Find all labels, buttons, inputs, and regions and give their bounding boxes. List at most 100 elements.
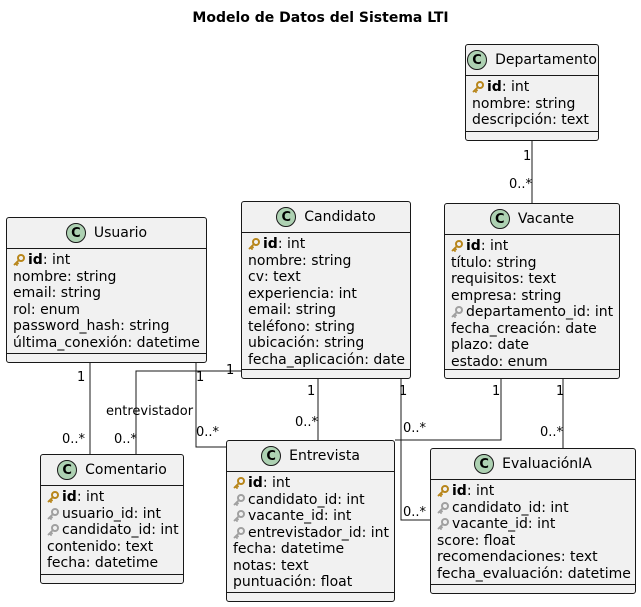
primary-key-icon xyxy=(451,240,463,253)
attribute-name: empresa xyxy=(451,287,513,304)
attribute-type: : float xyxy=(311,574,353,590)
class-attribute: id: int xyxy=(47,489,177,506)
class-name: Departamento xyxy=(495,52,597,68)
class-c-badge-icon: C xyxy=(276,207,297,227)
class-c-badge-icon: C xyxy=(489,209,510,229)
attribute-type: : int xyxy=(151,522,179,538)
class-attribute: email: string xyxy=(13,285,200,302)
class-attribute: candidato_id: int xyxy=(437,500,629,517)
class-attribute: fecha_evaluación: datetime xyxy=(437,565,631,583)
edge-usuario-entrevista xyxy=(195,362,226,448)
foreign-key-icon xyxy=(437,501,449,514)
attribute-type: : string xyxy=(512,287,562,304)
attribute-type: : string xyxy=(314,335,365,351)
attribute-type: : int xyxy=(337,491,365,508)
class-attribute: fecha_creación: date xyxy=(451,321,613,338)
class-name: Candidato xyxy=(304,209,376,225)
mult-candidato-1-a: 1 xyxy=(226,363,235,378)
attribute-type: : string xyxy=(51,285,101,301)
attribute-type: : int xyxy=(76,489,105,505)
class-attribute: id: int xyxy=(437,483,629,500)
class-c-badge-icon: C xyxy=(57,460,78,480)
class-name: Vacante xyxy=(517,211,575,227)
attribute-type: : text xyxy=(519,271,557,287)
attribute-type: : int xyxy=(527,516,556,532)
primary-key-icon xyxy=(472,81,484,94)
mult-usuario-1: 1 xyxy=(77,370,86,385)
mult-departamento-1: 1 xyxy=(523,149,532,164)
attribute-name: experiencia xyxy=(248,285,330,302)
attribute-type: : date xyxy=(488,337,530,353)
attribute-type: : datetime xyxy=(271,541,345,557)
attribute-type: : string xyxy=(305,318,355,335)
attribute-type: : string xyxy=(286,302,336,318)
attribute-name: cv xyxy=(248,269,264,285)
attribute-name: requisitos xyxy=(451,271,520,287)
foreign-key-icon xyxy=(437,518,449,531)
attribute-type: : text xyxy=(263,269,301,285)
attribute-name: fecha xyxy=(233,541,272,557)
mult-entrevista-0n-a: 0..* xyxy=(196,425,220,440)
attribute-name: id xyxy=(452,483,467,499)
class-attribute: candidato_id: int xyxy=(233,492,388,509)
attribute-name: título xyxy=(451,254,488,271)
attribute-name: score xyxy=(437,532,475,549)
class-attribute: cv: text xyxy=(248,269,404,286)
attribute-name: fecha_aplicación xyxy=(248,351,365,368)
class-attribute: título: string xyxy=(451,255,613,272)
class-name: EvaluaciónIA xyxy=(502,456,592,472)
attribute-type: : date xyxy=(556,320,597,337)
attribute-name: id xyxy=(28,252,43,268)
attribute-type: : string xyxy=(302,252,352,269)
attribute-name: email xyxy=(248,302,287,318)
attribute-name: recomendaciones xyxy=(437,549,561,565)
class-attribute: última_conexión: datetime xyxy=(13,335,200,352)
foreign-key-icon xyxy=(233,510,245,523)
class-c-badge-icon: C xyxy=(474,454,495,474)
attribute-type: : string xyxy=(487,254,537,271)
class-c-badge-icon: C xyxy=(65,223,86,243)
mult-evaluacion-0n-a: 0..* xyxy=(403,505,427,520)
attribute-type: : datetime xyxy=(558,565,631,582)
class-attribute: email: string xyxy=(248,302,404,319)
attribute-type: : text xyxy=(116,538,154,555)
class-attribute: vacante_id: int xyxy=(233,508,388,525)
attribute-name: id xyxy=(263,236,278,252)
attribute-name: contenido xyxy=(47,538,117,555)
attribute-name: password_hash xyxy=(13,318,121,334)
class-attribute: fecha: datetime xyxy=(47,555,177,572)
class-name: Entrevista xyxy=(289,448,360,464)
attribute-name: puntuación xyxy=(233,574,312,590)
class-attribute: ubicación: string xyxy=(248,335,404,352)
attribute-name: ubicación xyxy=(248,335,315,351)
class-attribute: fecha_aplicación: date xyxy=(248,351,405,369)
primary-key-icon xyxy=(437,485,449,498)
class-header: C Candidato xyxy=(242,202,410,233)
class-methods-divider xyxy=(466,131,598,132)
attribute-name: estado xyxy=(451,353,499,370)
attribute-name: entrevistador_id xyxy=(248,524,362,541)
edge-candidato-comentario xyxy=(135,370,241,454)
mult-vacante-1-b: 1 xyxy=(556,384,565,399)
attribute-name: descripción xyxy=(472,112,553,128)
attribute-type: : int xyxy=(277,236,306,252)
attribute-name: teléfono xyxy=(248,318,306,335)
class-attribute: id: int xyxy=(233,475,388,492)
mult-evaluacion-0n-b: 0..* xyxy=(540,425,564,440)
class-attribute: score: float xyxy=(437,533,629,550)
class-attribute: puntuación: float xyxy=(233,574,388,591)
foreign-key-icon xyxy=(451,306,463,319)
class-attribute: password_hash: string xyxy=(13,318,200,335)
class-attribute: contenido: text xyxy=(47,539,177,556)
class-methods-divider xyxy=(242,369,410,370)
attribute-type: : int xyxy=(262,475,291,491)
class-attribute: recomendaciones: text xyxy=(437,549,629,566)
edge-candidato-evaluacion xyxy=(400,378,430,521)
attribute-type: : string xyxy=(67,268,117,285)
edge-vacante-entrevista xyxy=(395,378,502,441)
